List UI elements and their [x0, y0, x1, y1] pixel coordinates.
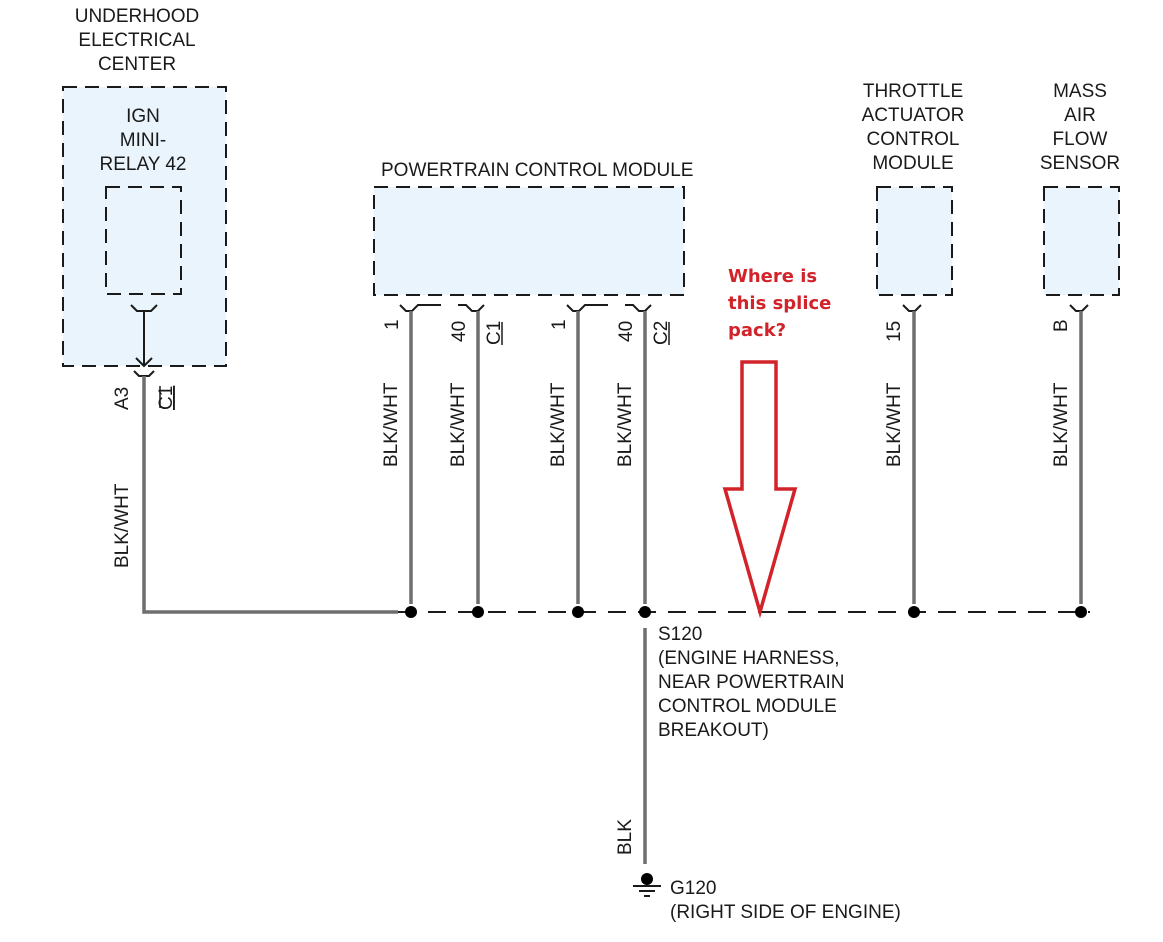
- c1-connector-icon: [133, 370, 155, 377]
- maf-title-line-1: MASS: [1053, 81, 1107, 102]
- relay-label-line-2: MINI-: [120, 130, 166, 151]
- uec-ground-wire: [142, 376, 398, 614]
- splice-node: [908, 606, 920, 618]
- pcm-box: [373, 186, 685, 296]
- uec-title-line-2: ELECTRICAL: [78, 30, 195, 51]
- annotation-line-1: Where is: [728, 266, 817, 287]
- splice-node: [639, 606, 651, 618]
- uec-title-line-1: UNDERHOOD: [75, 6, 200, 27]
- arrow-down-icon: [135, 357, 153, 368]
- splice-location-line-3: CONTROL MODULE: [658, 696, 837, 717]
- pcm-c1-connector-icon-2: [458, 304, 485, 312]
- splice-node: [472, 606, 484, 618]
- splice-node: [572, 606, 584, 618]
- maf-box: [1043, 186, 1120, 296]
- relay-label-line-3: RELAY 42: [100, 154, 187, 175]
- annotation-line-2: this splice: [728, 293, 831, 314]
- red-arrow-down-icon: [722, 360, 798, 619]
- pcm-wire-color-3: BLK/WHT: [548, 382, 569, 467]
- pcm-wire-color-2: BLK/WHT: [448, 382, 469, 467]
- powertrain-control-module: POWERTRAIN CONTROL MODULE 1 40 C1 1 40 C…: [373, 160, 693, 604]
- pcm-c2-connector-icon-1: [566, 304, 608, 312]
- maf-connector-icon: [1069, 304, 1089, 312]
- maf-title-line-3: FLOW: [1053, 129, 1108, 150]
- ground-node: [641, 873, 653, 885]
- tac-pin-label: 15: [884, 321, 905, 342]
- throttle-actuator-control-module: THROTTLE ACTUATOR CONTROL MODULE 15 BLK/…: [862, 81, 965, 604]
- uec-connector-label: C1: [156, 386, 177, 410]
- tac-wire-color: BLK/WHT: [884, 382, 905, 467]
- relay-label-line-1: IGN: [126, 106, 160, 127]
- ground-g120: BLK G120 (RIGHT SIDE OF ENGINE): [615, 628, 901, 923]
- maf-title-line-4: SENSOR: [1040, 153, 1120, 174]
- tac-title-line-4: MODULE: [872, 153, 953, 174]
- maf-pin-label: B: [1051, 319, 1072, 332]
- tac-title-line-1: THROTTLE: [863, 81, 963, 102]
- uec-title-line-3: CENTER: [98, 54, 176, 75]
- maf-title-line-2: AIR: [1064, 105, 1096, 126]
- mass-air-flow-sensor: MASS AIR FLOW SENSOR B BLK/WHT: [1040, 81, 1120, 604]
- pcm-connector-c1: C1: [484, 321, 505, 345]
- underhood-electrical-center: UNDERHOOD ELECTRICAL CENTER IGN MINI- RE…: [62, 6, 227, 568]
- uec-pin-label: A3: [112, 387, 133, 410]
- pcm-title: POWERTRAIN CONTROL MODULE: [381, 160, 693, 181]
- splice-node: [405, 606, 417, 618]
- splice-location-line-4: BREAKOUT): [658, 720, 769, 741]
- question-annotation: Where is this splice pack?: [722, 266, 831, 619]
- tac-title-line-3: CONTROL: [867, 129, 960, 150]
- ground-id: G120: [670, 878, 716, 899]
- splice-id: S120: [658, 624, 702, 645]
- pcm-pin-40-b: 40: [616, 321, 637, 342]
- ground-location: (RIGHT SIDE OF ENGINE): [670, 902, 901, 923]
- ground-icon: [633, 885, 661, 897]
- pcm-pin-40-a: 40: [449, 321, 470, 342]
- maf-wire-color: BLK/WHT: [1051, 382, 1072, 467]
- tac-box: [876, 186, 953, 296]
- pcm-pin-1-a: 1: [382, 319, 403, 330]
- splice-location-line-2: NEAR POWERTRAIN: [658, 672, 845, 693]
- pcm-connector-c2: C2: [651, 321, 672, 345]
- tac-title-line-2: ACTUATOR: [862, 105, 965, 126]
- annotation-line-3: pack?: [728, 320, 786, 341]
- pcm-wire-color-4: BLK/WHT: [615, 382, 636, 467]
- pcm-c1-connector-icon-1: [399, 304, 441, 312]
- pcm-pin-1-b: 1: [549, 319, 570, 330]
- tac-connector-icon: [902, 304, 922, 312]
- ground-wire-color: BLK: [615, 819, 636, 855]
- ign-mini-relay-box: [105, 186, 182, 295]
- splice-location-line-1: (ENGINE HARNESS,: [658, 648, 840, 669]
- uec-wire-color: BLK/WHT: [112, 483, 133, 568]
- splice-node: [1075, 606, 1087, 618]
- splice-pack-s120: S120 (ENGINE HARNESS, NEAR POWERTRAIN CO…: [398, 606, 1090, 741]
- pcm-wire-color-1: BLK/WHT: [381, 382, 402, 467]
- pcm-c2-connector-icon-2: [625, 304, 652, 312]
